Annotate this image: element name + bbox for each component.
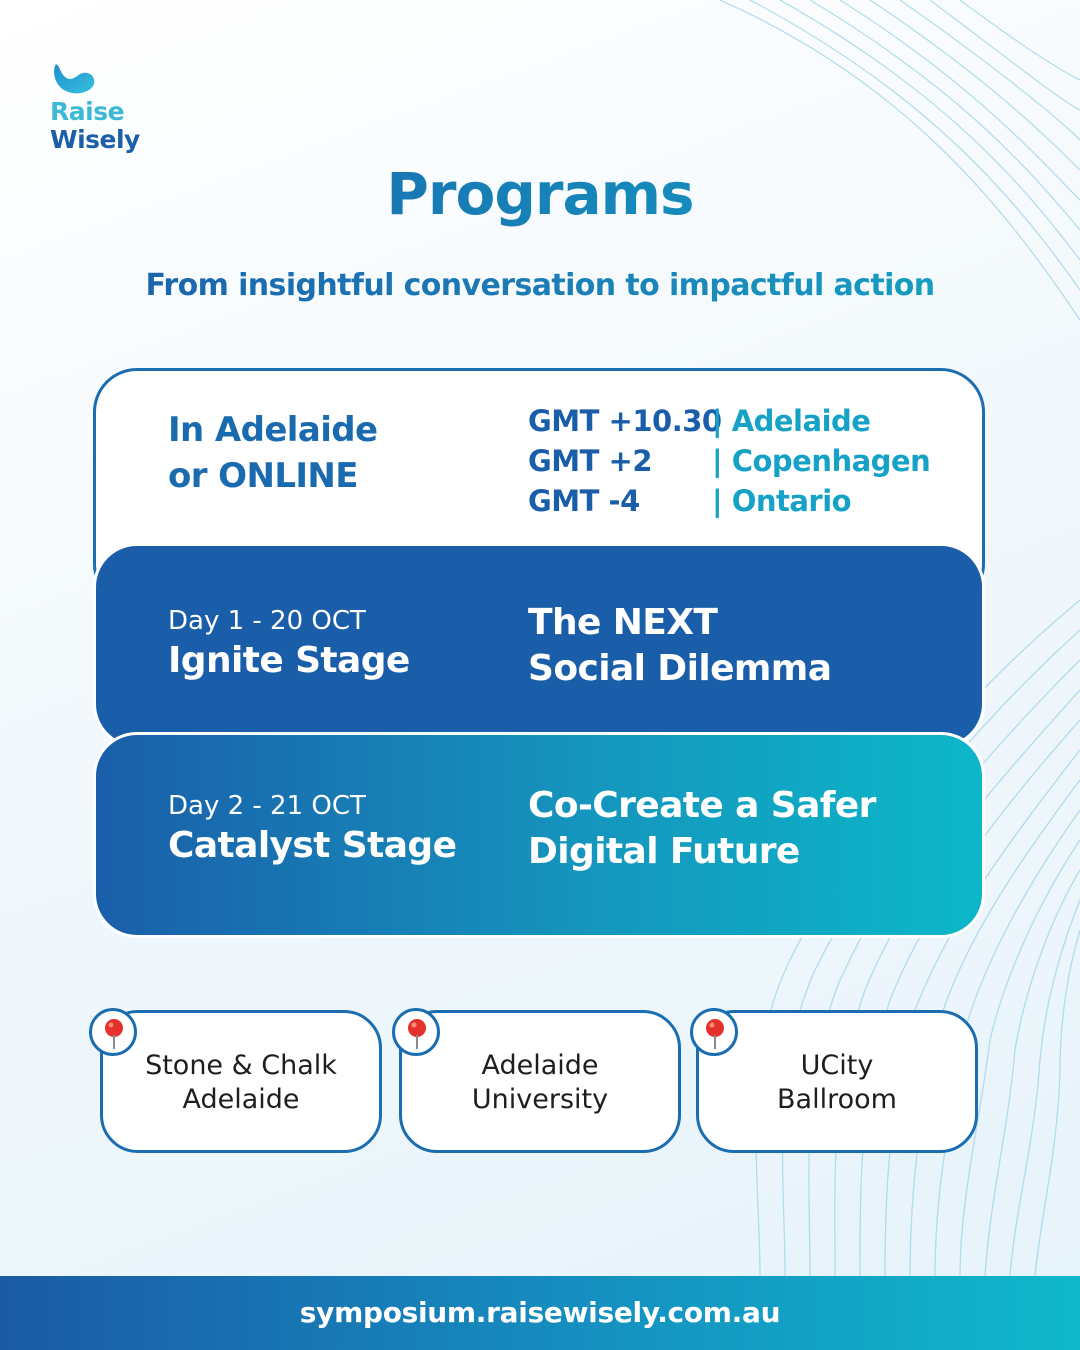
day2-date: Day 2 - 21 OCT <box>168 791 366 821</box>
day1-stage: Ignite Stage <box>168 640 410 681</box>
timezone-city: | Ontario <box>712 484 852 518</box>
map-pin-icon <box>408 1019 426 1049</box>
timezone-offset: GMT -4 <box>528 484 640 518</box>
brand-name-line2: Wisely <box>50 125 140 154</box>
day2-theme-line1: Co-Create a Safer <box>528 785 876 826</box>
day2-theme: Co-Create a Safer Digital Future <box>528 783 876 875</box>
map-pin-icon <box>105 1019 123 1049</box>
location-pin-badge <box>690 1008 738 1056</box>
location-line2: or ONLINE <box>168 456 359 496</box>
day2-program-card: Day 2 - 21 OCT Catalyst Stage Co-Create … <box>93 732 985 938</box>
timezone-offset: GMT +10.30 <box>528 404 722 438</box>
venue-name: Stone & Chalk Adelaide <box>113 1049 369 1117</box>
venue-name-line1: Stone & Chalk <box>145 1050 337 1081</box>
location-line1: In Adelaide <box>168 410 378 450</box>
page-title: Programs <box>0 160 1080 228</box>
venue-card: Adelaide University <box>399 1010 681 1153</box>
location-pin-badge <box>392 1008 440 1056</box>
location-text: In Adelaide or ONLINE <box>168 407 378 499</box>
venue-card: UCity Ballroom <box>696 1010 978 1153</box>
day1-date: Day 1 - 20 OCT <box>168 606 366 636</box>
day2-stage: Catalyst Stage <box>168 825 457 866</box>
day1-theme-line1: The NEXT <box>528 602 718 643</box>
timezone-row: GMT +2 | Copenhagen <box>528 441 931 481</box>
venue-card: Stone & Chalk Adelaide <box>100 1010 382 1153</box>
timezone-row: GMT +10.30 | Adelaide <box>528 401 930 441</box>
timezone-row: GMT -4 | Ontario <box>528 481 930 521</box>
day1-theme-line2: Social Dilemma <box>528 648 832 689</box>
venue-name-line1: Adelaide <box>481 1050 599 1081</box>
footer-bar: symposium.raisewisely.com.au <box>0 1276 1080 1350</box>
timezone-city: | Adelaide <box>712 404 871 438</box>
venue-name-line1: UCity <box>800 1050 874 1081</box>
timezone-list: GMT +10.30 | Adelaide GMT +2 | Copenhage… <box>528 401 931 521</box>
map-pin-icon <box>706 1019 724 1049</box>
page-subtitle: From insightful conversation to impactfu… <box>0 268 1080 303</box>
venue-name-line2: Ballroom <box>777 1084 897 1115</box>
venue-name: UCity Ballroom <box>709 1049 965 1117</box>
brand-mark-icon <box>54 64 95 94</box>
venue-name-line2: University <box>471 1084 609 1115</box>
brand-name-line1: Raise <box>50 97 125 126</box>
day1-theme: The NEXT Social Dilemma <box>528 600 832 692</box>
timezone-offset: GMT +2 <box>528 444 653 478</box>
location-pin-badge <box>89 1008 137 1056</box>
timezone-city: | Copenhagen <box>712 444 931 478</box>
venue-name: Adelaide University <box>412 1049 668 1117</box>
raise-wisely-logo: Raise Wisely <box>50 62 160 154</box>
venue-name-line2: Adelaide <box>182 1084 300 1115</box>
footer-url-link[interactable]: symposium.raisewisely.com.au <box>299 1296 781 1329</box>
day1-program-card: Day 1 - 20 OCT Ignite Stage The NEXT Soc… <box>93 543 985 748</box>
day2-theme-line2: Digital Future <box>528 831 800 872</box>
